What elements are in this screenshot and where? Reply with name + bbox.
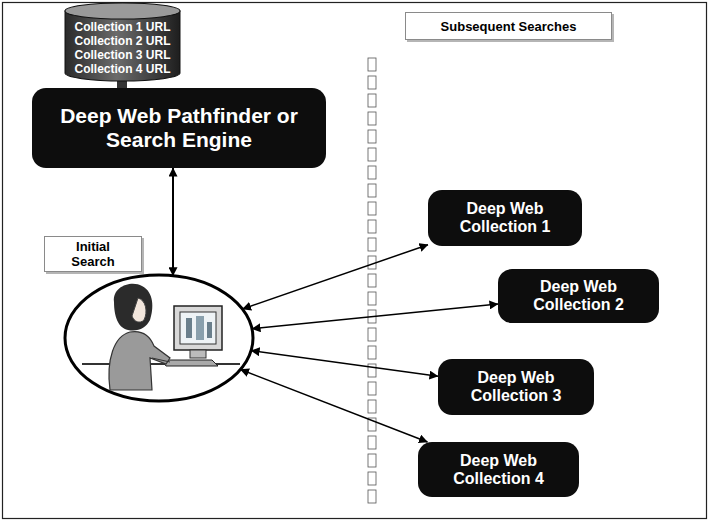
dashed-divider [368, 58, 376, 503]
search-engine-box: Deep Web Pathfinder or Search Engine [32, 88, 326, 168]
box-title: Deep Web Pathfinder or Search Engine [52, 104, 306, 152]
connector-arrow [243, 245, 429, 309]
box-title: Deep Web Collection 3 [448, 369, 584, 405]
database-cylinder: Collection 1 URLCollection 2 URLCollecti… [64, 2, 181, 82]
connector-arrow [240, 370, 427, 443]
url-list-item: Collection 3 URL [74, 48, 170, 62]
label-text: Initial Search [53, 239, 133, 269]
url-list-item: Collection 2 URL [74, 34, 170, 48]
url-list-item: Collection 4 URL [74, 62, 170, 76]
collection-box: Deep Web Collection 2 [498, 269, 659, 323]
connector-arrow [252, 304, 498, 329]
frame [3, 3, 707, 519]
collection-box: Deep Web Collection 4 [418, 442, 579, 497]
url-list-item: Collection 1 URL [74, 20, 170, 34]
box-title: Deep Web Collection 2 [508, 278, 649, 314]
user-illustration [62, 272, 256, 404]
connector-arrow [251, 351, 438, 377]
label-box: Initial Search [44, 236, 142, 272]
user-at-computer [62, 272, 256, 404]
collection-box: Deep Web Collection 1 [428, 190, 582, 246]
label-box: Subsequent Searches [405, 12, 612, 40]
connector-arrow [172, 168, 174, 276]
box-title: Deep Web Collection 4 [428, 452, 569, 488]
box-title: Deep Web Collection 1 [438, 200, 572, 236]
label-text: Subsequent Searches [441, 19, 577, 34]
collection-box: Deep Web Collection 3 [438, 359, 594, 415]
